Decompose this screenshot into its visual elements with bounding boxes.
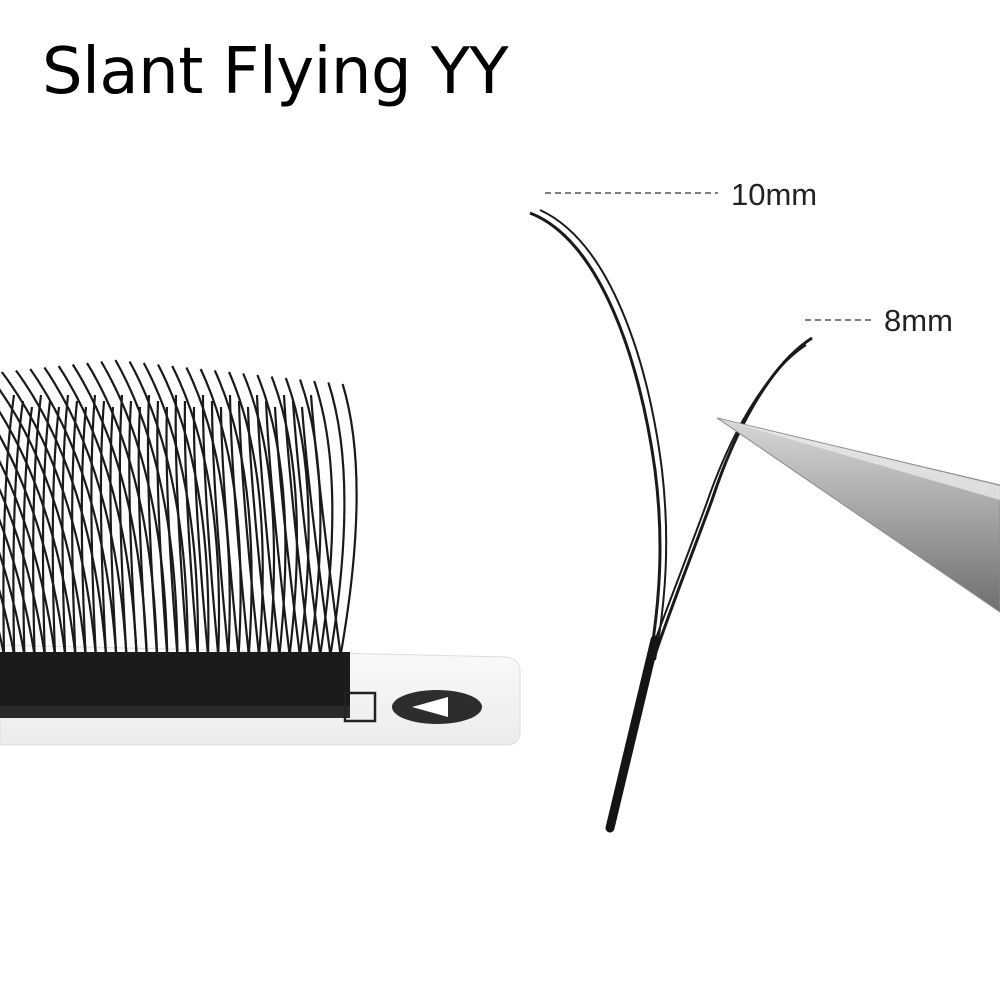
lash-strand	[309, 394, 342, 656]
lash-strand	[282, 394, 312, 656]
tray-slot	[343, 691, 377, 723]
lash-strand	[210, 400, 230, 656]
lash-strip-tape	[0, 706, 350, 718]
tweezer	[716, 417, 1000, 613]
lash-strand	[61, 394, 70, 656]
triangle-icon	[412, 697, 448, 717]
lash-strand	[255, 394, 281, 656]
lash-strand	[213, 370, 253, 656]
lash-base-stem	[605, 635, 660, 833]
lash-strip-base	[0, 652, 350, 712]
lash-strand	[0, 488, 46, 656]
lash-strand	[0, 371, 97, 656]
lash-strand	[43, 366, 128, 656]
lash-strand	[227, 371, 264, 656]
lash-strand	[228, 394, 250, 656]
lash-strand	[157, 363, 210, 656]
lash-strand	[171, 365, 221, 656]
lash-strand	[192, 406, 210, 656]
lash-strand	[137, 406, 148, 656]
lash-strand	[327, 382, 346, 656]
lash-strand	[22, 406, 34, 656]
product-title: Slant Flying YY	[42, 35, 509, 109]
lash-strand	[291, 400, 322, 656]
lash-strand	[51, 406, 61, 656]
lash-strand	[273, 406, 301, 656]
lash-strand	[32, 394, 43, 656]
lash-strand	[118, 394, 128, 656]
lash-strand	[0, 589, 16, 656]
lash-strand	[242, 373, 276, 656]
lash-strand	[300, 406, 332, 656]
long-lash-branch-inner	[539, 209, 668, 661]
lash-strand	[146, 394, 159, 656]
lash-strand	[237, 400, 261, 656]
length-label-8mm: 8mm	[884, 303, 953, 338]
lash-strand	[114, 359, 179, 656]
lash-strand	[100, 360, 169, 656]
lash-strand	[15, 369, 108, 656]
lash-strand	[0, 518, 36, 656]
lash-strand	[0, 388, 87, 656]
length-label-10mm: 10mm	[731, 177, 818, 212]
lash-strand	[264, 400, 291, 656]
lash-strand	[313, 380, 334, 656]
lash-strand	[29, 368, 118, 656]
lash-strand	[246, 406, 271, 656]
lash-tray-fan	[0, 359, 358, 656]
lash-strand	[0, 410, 77, 656]
lash-strand	[165, 406, 179, 656]
tweezer-highlight	[720, 419, 1000, 500]
short-lash-branch-inner	[649, 344, 807, 656]
lash-strand	[0, 551, 26, 656]
lash-strand	[128, 360, 189, 656]
lash-strand	[0, 460, 57, 656]
lash-strand	[339, 383, 358, 656]
lash-strand	[109, 406, 118, 656]
lash-strand	[0, 434, 67, 656]
long-lash-branch	[529, 211, 662, 661]
lash-strand	[201, 394, 220, 656]
lash-strand	[183, 400, 199, 656]
lash-strand	[219, 406, 240, 656]
short-lash-branch	[653, 336, 813, 656]
lash-strand	[185, 367, 231, 656]
lash-strand	[174, 394, 189, 656]
